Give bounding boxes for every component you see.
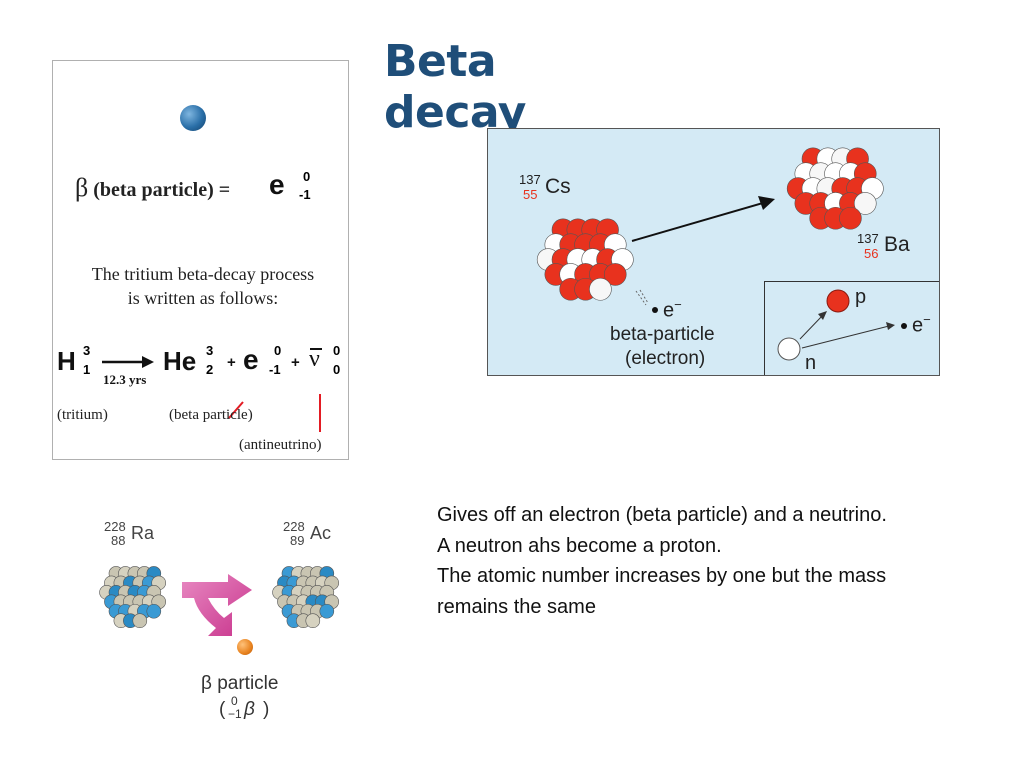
hydrogen-number: 1 (83, 362, 91, 377)
paren-close: ) (263, 699, 270, 720)
slide-title: Beta decay (384, 36, 526, 138)
electron-charge: − (674, 297, 682, 312)
annotation-lines (228, 394, 321, 432)
ra-mass: 228 (104, 519, 126, 534)
nucleon (146, 603, 162, 619)
description-line-1: Gives off an electron (beta particle) an… (437, 504, 887, 526)
nu-symbol: ν (309, 346, 320, 372)
neutron-decay-inset: p n e− (764, 281, 939, 375)
nu-bar-icon (310, 348, 322, 350)
inset-electron-charge: − (923, 312, 931, 327)
beta-particle-sub: (electron) (625, 348, 706, 369)
antineutrino-mass: 0 (333, 343, 341, 358)
plus-sign-2: + (291, 354, 300, 371)
beta-particle-label: beta-particle (610, 324, 715, 345)
ra-symbol: Ra (131, 523, 155, 543)
paren-open: ( (219, 699, 226, 720)
inset-electron-label: e− (912, 312, 931, 338)
beta-particle-ball (180, 105, 206, 131)
ac-symbol: Ac (310, 523, 332, 543)
beta-mass: 0 (303, 169, 311, 184)
helium-number: 2 (206, 362, 214, 377)
radium-nucleus-icon (99, 566, 167, 629)
intro-line-2: is written as follows: (127, 288, 279, 308)
notation-symbol: β (244, 699, 255, 720)
plus-sign-1: + (227, 354, 236, 371)
ba-mass: 137 (857, 231, 879, 246)
nucleon (839, 206, 862, 230)
nucleon (132, 613, 148, 629)
beta-particle-caption: β particle (201, 673, 279, 694)
beta-definition: β (beta particle) = (75, 173, 230, 203)
beta-notation: ( 0 −1 β ) (219, 694, 279, 725)
antineutrino-charge: 0 (333, 362, 341, 377)
proton-label: p (855, 286, 867, 308)
intro-line-1: The tritium beta-decay process (91, 264, 315, 284)
cs-symbol: Cs (545, 175, 571, 198)
beta-symbol: β (75, 173, 89, 202)
neutron-label: n (805, 352, 817, 374)
decay-arrow-icon (631, 196, 775, 313)
neutron-decay-diagram (777, 289, 907, 361)
electron-label: e− (663, 297, 682, 323)
nucleon (305, 613, 321, 629)
notation-charge: −1 (228, 707, 242, 721)
nucleon (603, 263, 627, 286)
nucleon (319, 603, 335, 619)
nucleon (853, 192, 877, 215)
cesium-decay-figure: 137 55 Cs e− beta-particle (electron) 13… (487, 128, 940, 376)
reaction-arrow-icon (102, 356, 154, 368)
branching-arrow-icon (182, 574, 252, 636)
ra-number: 88 (111, 533, 126, 548)
emitted-beta-particle (237, 639, 253, 655)
tritium-decay-figure: β (beta particle) = e 0 -1 The tritium b… (52, 60, 349, 460)
helium-symbol: He (163, 346, 197, 376)
actinium-nucleus-icon (272, 566, 340, 629)
beta-charge: -1 (299, 187, 311, 202)
hydrogen-mass: 3 (83, 343, 91, 358)
cesium-nucleus-icon (536, 218, 634, 301)
electron-symbol: e (243, 344, 259, 375)
half-life: 12.3 yrs (103, 372, 147, 387)
ba-symbol: Ba (884, 233, 910, 256)
nucleon (589, 277, 612, 301)
antineutrino-symbol: ν (309, 346, 322, 373)
inset-electron-letter: e (912, 314, 924, 337)
description: Gives off an electron (beta particle) an… (437, 500, 937, 622)
hydrogen-symbol: H (57, 346, 76, 376)
ac-mass: 228 (283, 519, 305, 534)
label-antineutrino: (antineutrino) (239, 437, 322, 453)
cs-number: 55 (523, 187, 538, 202)
beta-electron-symbol: e (269, 169, 285, 200)
barium-nucleus-icon (786, 147, 884, 230)
label-beta-particle: (beta particle) (169, 407, 253, 423)
label-tritium: (tritium) (57, 407, 108, 423)
description-line-3: The atomic number increases by one but t… (437, 565, 887, 618)
helium-mass: 3 (206, 343, 214, 358)
ba-number: 56 (864, 246, 879, 261)
electron-mass: 0 (274, 343, 282, 358)
cs-mass: 137 (519, 172, 541, 187)
electron-charge: -1 (269, 362, 281, 377)
beta-label: (beta particle) = (93, 179, 231, 201)
description-line-2: A neutron ahs become a proton. (437, 534, 722, 557)
electron-letter: e (663, 299, 675, 322)
notation-mass: 0 (231, 694, 238, 708)
ac-number: 89 (290, 533, 305, 548)
